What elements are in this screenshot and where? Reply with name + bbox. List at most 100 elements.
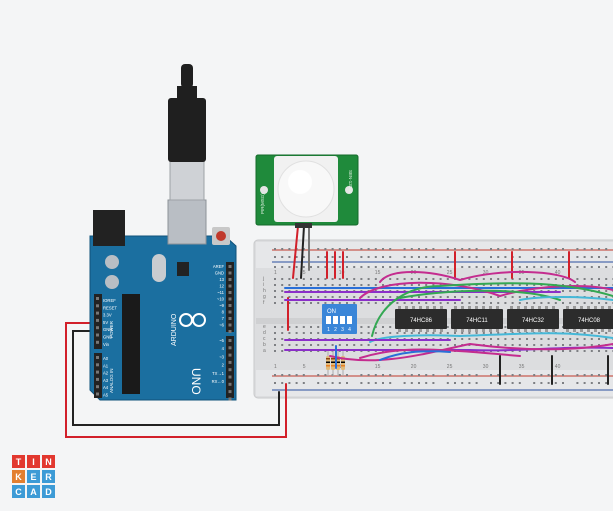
analog-in-label: ANALOG IN — [109, 368, 114, 393]
digital-pin-label: 2 — [222, 363, 225, 368]
column-number: 5 — [303, 270, 306, 276]
logo-letter: I — [27, 455, 40, 468]
column-number: 25 — [447, 364, 453, 370]
digital-pin-label: ~10 — [217, 297, 225, 302]
chip-body — [563, 309, 613, 329]
power-pin-label: Vin — [103, 342, 110, 347]
pir-right-text: SEN-13285 — [348, 170, 353, 194]
wire-pir-black — [300, 225, 305, 279]
logo-letter: A — [27, 485, 40, 498]
logic-chips: 74HC86 74HC11 74HC32 74HC08 — [395, 306, 613, 332]
column-number: 10 — [339, 270, 345, 276]
digital-pin-label: 8 — [222, 310, 225, 315]
row-letter: h — [263, 288, 266, 294]
analog-pin-label: A1 — [103, 363, 109, 368]
column-number: 35 — [519, 270, 525, 276]
arduino-model: UNO — [189, 368, 203, 395]
column-number: 1 — [274, 270, 277, 276]
logo-letter: N — [42, 455, 55, 468]
row-letter: d — [263, 330, 266, 336]
arduino-brand: ARDUINO — [171, 313, 178, 346]
digital-pin-label: GND — [215, 271, 224, 276]
dip-switch-number: 3 — [341, 327, 344, 333]
pir-left-text: PIR(MSG) — [260, 193, 265, 214]
chip-body — [395, 309, 447, 329]
dip-switch-key[interactable] — [347, 316, 352, 324]
dip-switch-number: 4 — [348, 327, 351, 333]
dip-switch-number: 2 — [334, 327, 337, 333]
logo-letter: T — [12, 455, 25, 468]
logo-letter: C — [12, 485, 25, 498]
analog-pin-label: A5 — [103, 393, 109, 398]
column-number: 30 — [483, 364, 489, 370]
row-letter: b — [263, 342, 266, 348]
logo-letter: R — [42, 470, 55, 483]
chip-label: 74HC08 — [578, 318, 601, 324]
column-number: 40 — [555, 270, 561, 276]
digital-pin-label: TX→1 — [212, 371, 225, 376]
power-pin-label: 3.3V — [103, 313, 112, 318]
chip-label: 74HC86 — [410, 318, 433, 324]
row-letter: f — [263, 300, 265, 306]
arduino-uno-board[interactable]: IOREF RESET 3.3V 5V GND GND Vin POWER ANALOG I… — [89, 199, 237, 401]
dip-switch-on-label: ON — [327, 309, 336, 315]
power-pin-label: GND — [103, 335, 112, 340]
arduino-logo — [179, 313, 206, 327]
digital-pin-label: RX←0 — [212, 379, 225, 384]
analog-pin-label: A0 — [103, 356, 109, 361]
digital-pin-label: AREF — [213, 264, 225, 269]
digital-pin-label: ~5 — [219, 338, 224, 343]
dip-switch-key[interactable] — [333, 316, 338, 324]
column-number: 35 — [519, 364, 525, 370]
logo-letter: K — [12, 470, 25, 483]
wire-pir-red — [292, 225, 299, 279]
analog-pin-label: A4 — [103, 385, 109, 390]
chip-body — [451, 309, 503, 329]
dip-switch-key[interactable] — [326, 316, 331, 324]
analog-pin-label: A3 — [103, 378, 109, 383]
column-number: 1 — [274, 364, 277, 370]
usb-cable[interactable] — [168, 64, 206, 201]
digital-pin-label: 13 — [219, 277, 224, 282]
wire-red-5v — [65, 322, 287, 438]
row-letter: e — [263, 324, 266, 330]
digital-pin-label: ~9 — [219, 303, 224, 308]
chip-body — [507, 309, 559, 329]
analog-pin-label: A2 — [103, 371, 109, 376]
power-pin-label: 5V — [103, 320, 108, 325]
pir-sensor[interactable]: PIR(MSG) SEN-13285 — [255, 154, 359, 228]
power-pin-label: IOREF — [103, 298, 116, 303]
row-letter: i — [263, 282, 264, 288]
digital-pin-label: ~6 — [219, 323, 224, 328]
power-label: POWER — [109, 320, 114, 338]
row-letter: c — [263, 336, 266, 342]
digital-pin-label: ~3 — [219, 354, 224, 359]
power-pin-label: GND — [103, 327, 112, 332]
digital-pin-label: 4 — [222, 346, 225, 351]
chip-label: 74HC11 — [466, 318, 488, 324]
row-letter: g — [263, 294, 266, 300]
digital-pin-label: 12 — [219, 284, 224, 289]
column-number: 20 — [411, 364, 417, 370]
column-number: 30 — [483, 270, 489, 276]
column-number: 15 — [375, 364, 381, 370]
column-number: 15 — [375, 270, 381, 276]
row-letter: a — [263, 348, 266, 354]
logo-letter: D — [42, 485, 55, 498]
column-number: 5 — [303, 364, 306, 370]
chip-label: 74HC32 — [522, 318, 545, 324]
dip-switch-number: 1 — [327, 327, 330, 333]
power-pin-label: RESET — [103, 305, 117, 310]
dip-switch-key[interactable] — [340, 316, 345, 324]
digital-pin-label: ~11 — [217, 290, 224, 295]
column-number: 25 — [447, 270, 453, 276]
logo-letter: E — [27, 470, 40, 483]
wire-black-gnd — [72, 330, 280, 426]
digital-pin-label: 7 — [222, 316, 225, 321]
wires[interactable] — [65, 225, 613, 438]
row-letter: j — [262, 276, 264, 282]
column-number: 40 — [555, 364, 561, 370]
